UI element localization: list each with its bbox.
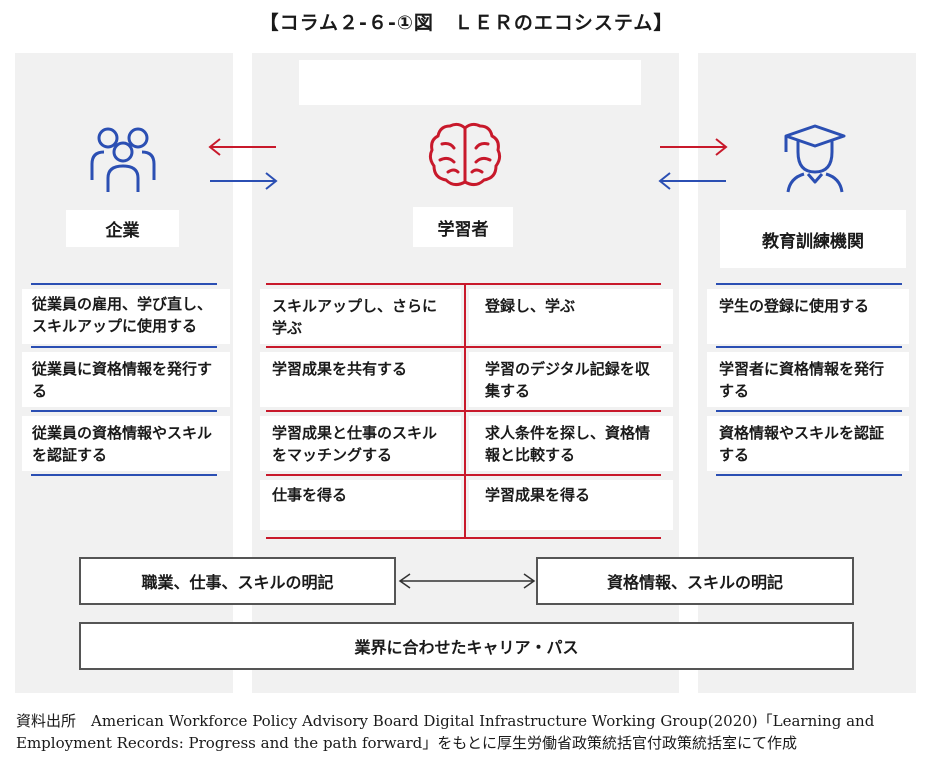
companies-item-2: 従業員に資格情報を発行する xyxy=(22,352,230,407)
companies-item-3: 従業員の資格情報やスキルを認証する xyxy=(22,416,230,471)
companies-header: 企業 xyxy=(66,210,179,247)
source-note: 資料出所 American Workforce Policy Advisory … xyxy=(16,710,921,754)
divider xyxy=(266,410,661,412)
divider xyxy=(716,346,902,348)
divider xyxy=(266,537,661,539)
divider xyxy=(716,283,902,285)
exchange-arrows-left xyxy=(208,138,278,190)
double-arrow-icon xyxy=(398,573,536,589)
divider xyxy=(716,474,902,476)
learner-header: 学習者 xyxy=(413,207,513,247)
divider xyxy=(31,410,217,412)
figure-title: 【コラム２-６-①図 ＬＥＲのエコシステム】 xyxy=(259,12,674,34)
divider xyxy=(31,283,217,285)
source-text: American Workforce Policy Advisory Board… xyxy=(16,712,875,752)
institutions-header: 教育訓練機関 xyxy=(720,210,906,268)
divider xyxy=(716,410,902,412)
learner-left-item-4: 仕事を得る xyxy=(260,480,461,530)
divider xyxy=(266,474,661,476)
companies-item-1: 従業員の雇用、学び直し、スキルアップに使用する xyxy=(22,289,230,344)
institutions-item-2: 学習者に資格情報を発行する xyxy=(707,352,909,407)
graduate-icon xyxy=(784,124,846,193)
learner-right-item-1: 登録し、学ぶ xyxy=(469,289,673,344)
learner-left-item-3: 学習成果と仕事のスキルをマッチングする xyxy=(260,416,461,471)
group-of-people-icon xyxy=(90,127,156,192)
source-label: 資料出所 xyxy=(16,712,77,730)
institutions-item-3: 資格情報やスキルを認証する xyxy=(707,416,909,471)
divider xyxy=(31,474,217,476)
jobs-skills-box: 職業、仕事、スキルの明記 xyxy=(79,557,396,605)
brain-icon xyxy=(428,122,502,187)
learner-left-item-2: 学習成果を共有する xyxy=(260,352,461,407)
credentials-skills-box: 資格情報、スキルの明記 xyxy=(536,557,854,605)
blank-box xyxy=(299,60,641,105)
learner-right-item-4: 学習成果を得る xyxy=(469,480,673,530)
career-path-box: 業界に合わせたキャリア・パス xyxy=(79,622,854,670)
divider xyxy=(266,283,661,285)
divider xyxy=(31,346,217,348)
learner-right-item-2: 学習のデジタル記録を収集する xyxy=(469,352,673,407)
institutions-item-1: 学生の登録に使用する xyxy=(707,289,909,344)
exchange-arrows-right xyxy=(658,138,728,190)
learner-left-item-1: スキルアップし、さらに学ぶ xyxy=(260,289,461,344)
learner-right-item-3: 求人条件を探し、資格情報と比較する xyxy=(469,416,673,471)
divider xyxy=(266,346,661,348)
